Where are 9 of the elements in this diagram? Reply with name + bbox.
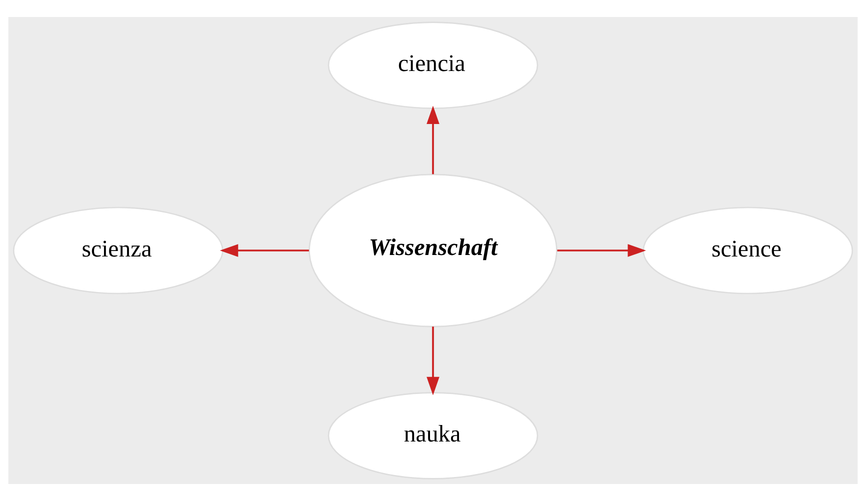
- arrow: [426, 326, 440, 396]
- node-ellipse: scienza: [12, 206, 224, 294]
- node-ellipse: Wissenschaft: [308, 174, 558, 328]
- arrow: [220, 244, 309, 257]
- node-ellipse: nauka: [328, 392, 538, 480]
- node-ellipse: science: [642, 206, 854, 294]
- arrow: [426, 106, 440, 174]
- node-ellipse: ciencia: [328, 22, 538, 109]
- arrow: [557, 244, 646, 257]
